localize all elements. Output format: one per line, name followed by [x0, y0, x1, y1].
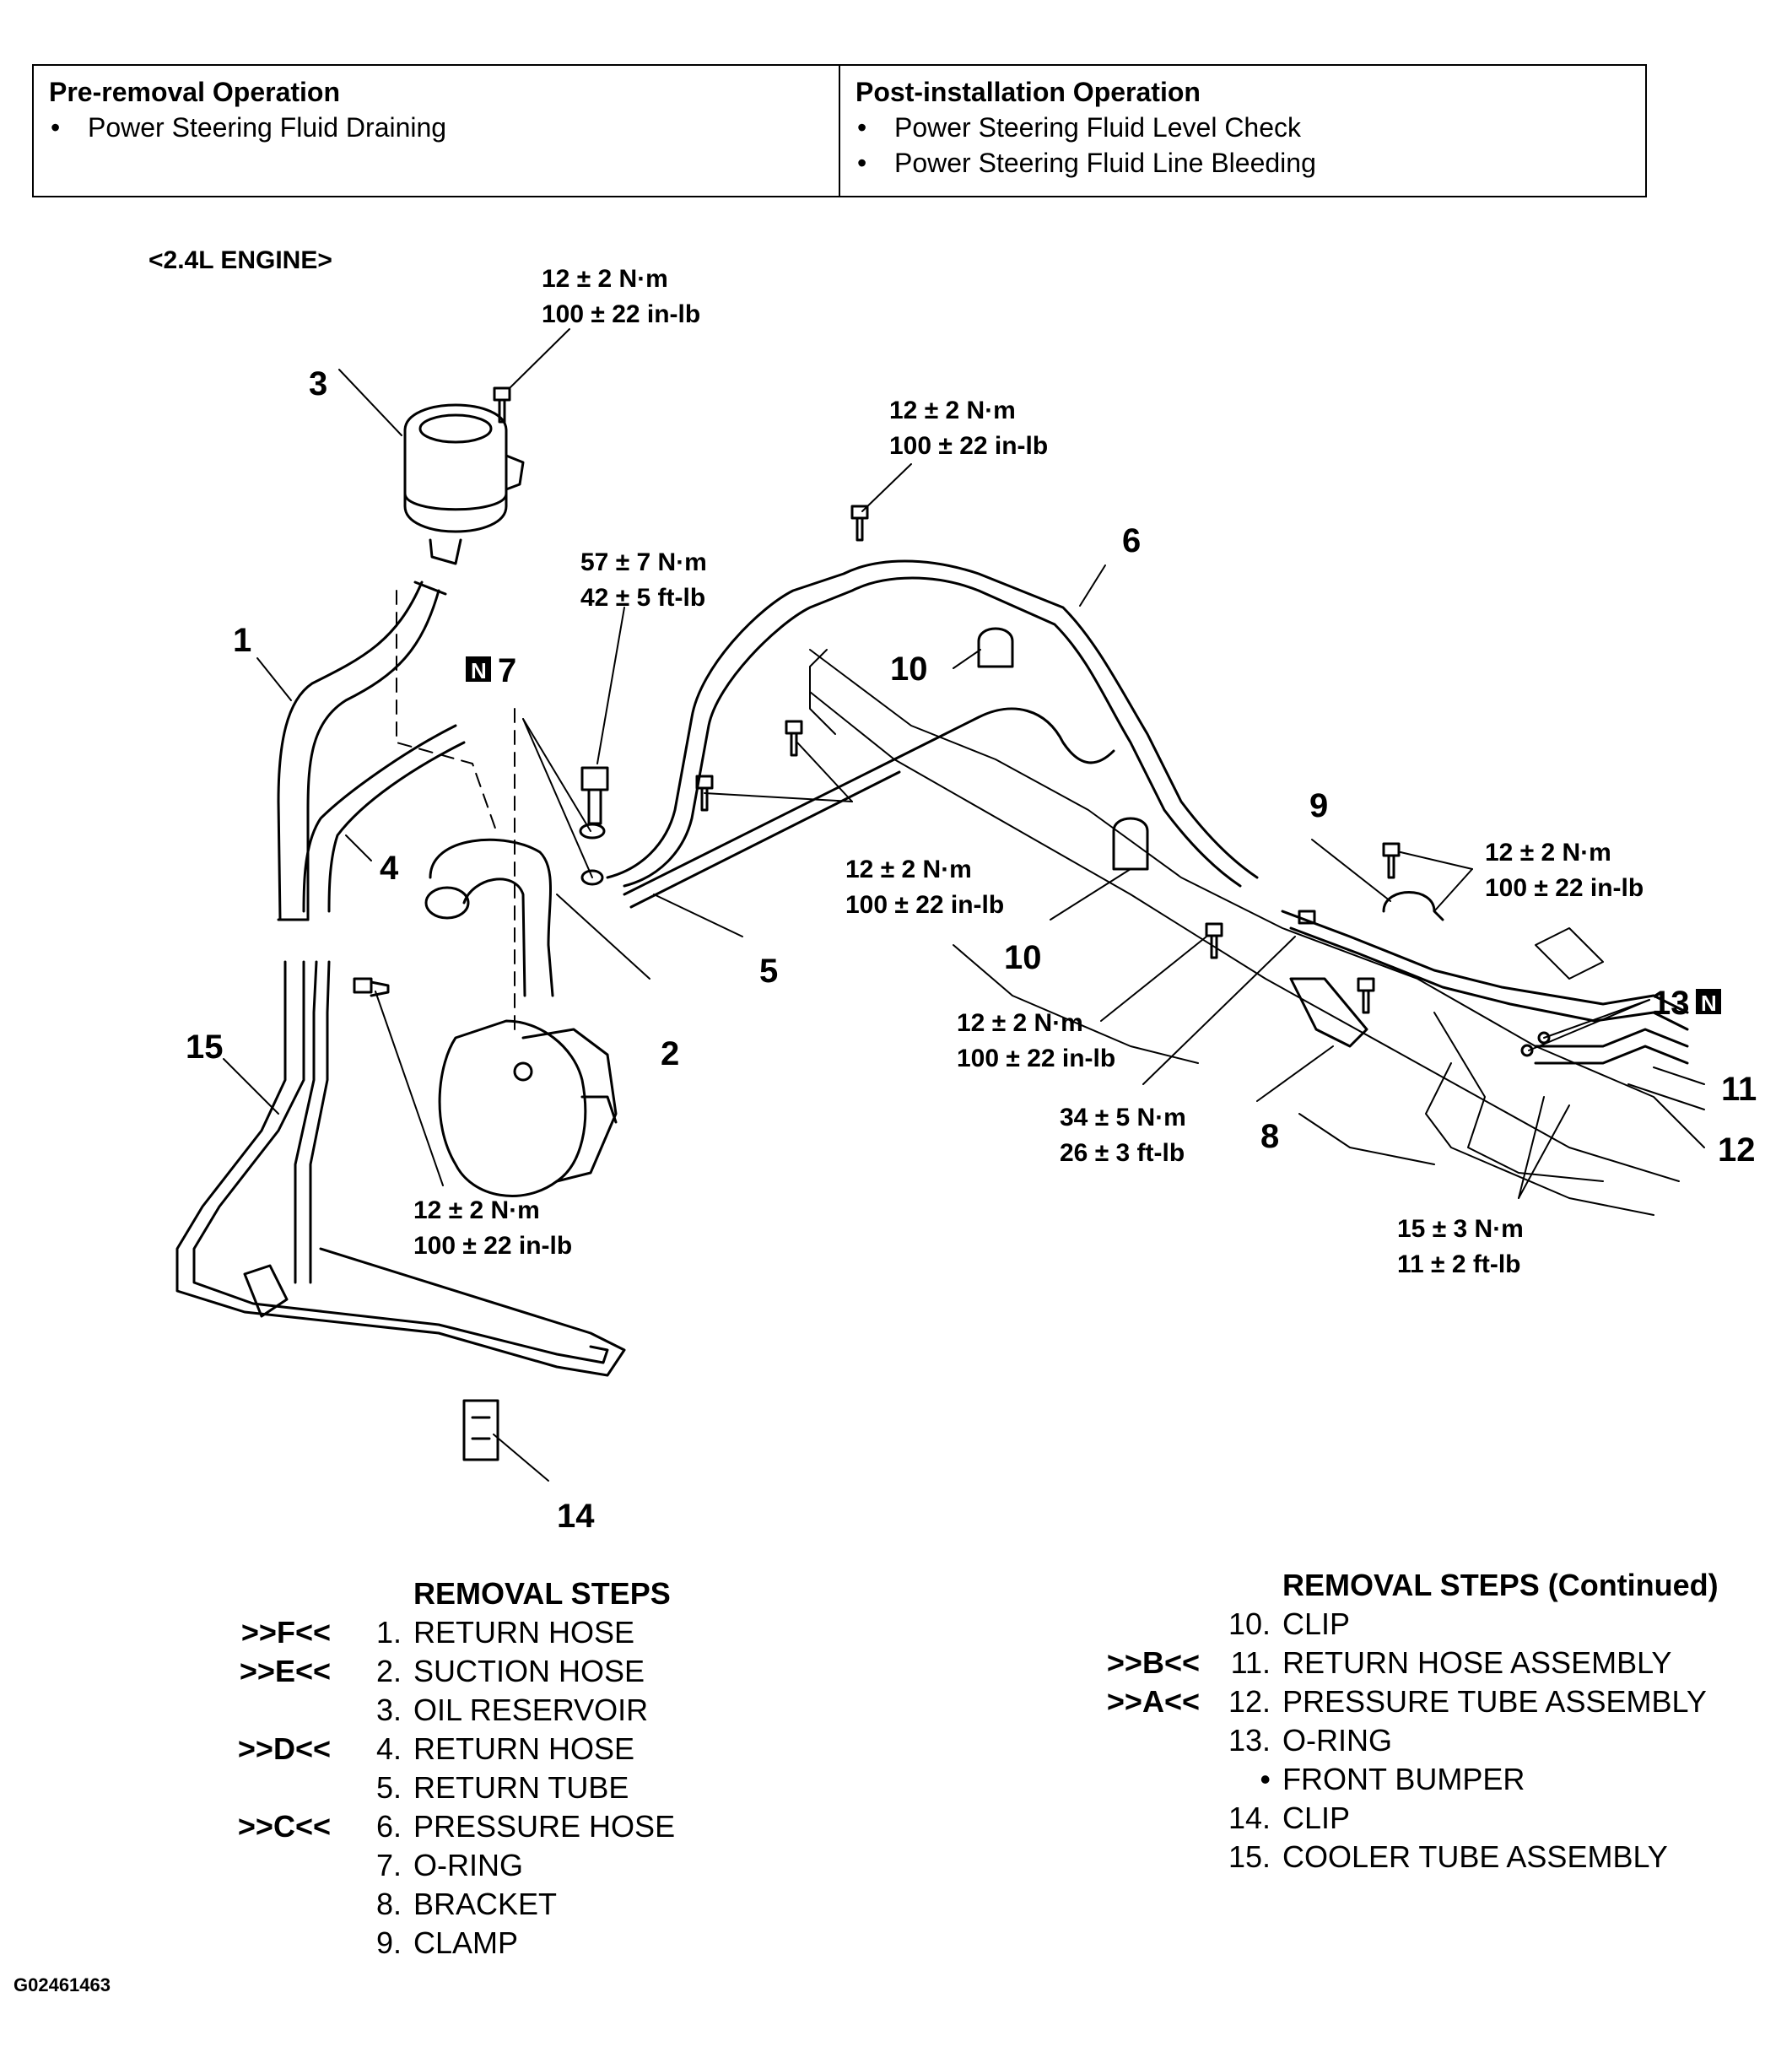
svg-text:100 ± 22 in-lb: 100 ± 22 in-lb — [1485, 874, 1644, 902]
engine-label: <2.4L ENGINE> — [148, 246, 332, 274]
post-installation-heading: Post-installation Operation — [856, 77, 1201, 107]
part-number-9: 9 — [1309, 787, 1328, 824]
svg-text:100 ± 22 in-lb: 100 ± 22 in-lb — [845, 891, 1004, 919]
n-mark-box-7 — [466, 656, 491, 682]
removal-step: •FRONT BUMPER — [1260, 1762, 1525, 1796]
svg-text:12 ± 2 N·m: 12 ± 2 N·m — [845, 856, 972, 883]
clip-10-upper — [977, 627, 1014, 668]
part-number-10-upper: 10 — [890, 651, 928, 688]
clip-10-lower — [1112, 817, 1149, 871]
svg-text:15 ± 3 N·m: 15 ± 3 N·m — [1397, 1215, 1524, 1243]
torque-spec-pressure-hose-flare-nut: 34 ± 5 N·m 26 ± 3 ft-lb — [1060, 1104, 1186, 1167]
bracket-8 — [1289, 977, 1368, 1048]
torque-spec-tube-flare-nuts: 15 ± 3 N·m 11 ± 2 ft-lb — [1397, 1215, 1524, 1278]
svg-text:100 ± 22 in-lb: 100 ± 22 in-lb — [413, 1232, 572, 1260]
part-number-1: 1 — [233, 622, 251, 659]
removal-steps-continued-title: REMOVAL STEPS (Continued) — [1282, 1568, 1719, 1602]
post-installation-item: Power Steering Fluid Line Bleeding — [856, 145, 1630, 181]
svg-text:34 ± 5 N·m: 34 ± 5 N·m — [1060, 1104, 1186, 1131]
part-number-8: 8 — [1260, 1118, 1279, 1155]
dashed-guide-lines — [396, 590, 515, 1030]
removal-step: 5.RETURN TUBE — [375, 1770, 629, 1805]
removal-step: 14.CLIP — [1228, 1801, 1351, 1835]
torque-spec-return-tube-bolt: 12 ± 2 N·m 100 ± 22 in-lb — [845, 856, 1004, 919]
torque-spec-eye-bolt: 57 ± 7 N·m 42 ± 5 ft-lb — [580, 548, 707, 612]
post-installation-item: Power Steering Fluid Level Check — [856, 110, 1630, 145]
figure-id: G02461463 — [13, 1974, 111, 1995]
removal-step: 7.O-RING — [375, 1848, 523, 1882]
removal-step: 8.BRACKET — [375, 1887, 558, 1921]
part-number-10-lower: 10 — [1004, 939, 1042, 976]
removal-steps-list: REMOVAL STEPS >>F<<1.RETURN HOSE >>E<<2.… — [219, 1574, 675, 1963]
part-number-11: 11 — [1721, 1071, 1757, 1108]
removal-step: >>F<<1.RETURN HOSE — [240, 1615, 635, 1650]
svg-text:11 ± 2 ft-lb: 11 ± 2 ft-lb — [1397, 1250, 1521, 1278]
svg-text:100 ± 22 in-lb: 100 ± 22 in-lb — [889, 432, 1048, 460]
removal-step: 15.COOLER TUBE ASSEMBLY — [1228, 1839, 1668, 1874]
removal-step: 9.CLAMP — [375, 1925, 519, 1960]
svg-text:100 ± 22 in-lb: 100 ± 22 in-lb — [542, 300, 700, 328]
removal-steps-continued-list: REMOVAL STEPS (Continued) 10.CLIP >>B<<1… — [1088, 1566, 1719, 1876]
removal-step: 13.O-RING — [1228, 1723, 1392, 1758]
n-mark-7: N — [471, 658, 487, 683]
return-hose-1 — [277, 580, 447, 921]
part-number-7: 7 — [498, 652, 516, 689]
pressure-hose-6 — [606, 559, 1259, 888]
return-hose-4 — [302, 724, 466, 913]
diagram-line-art — [175, 328, 1705, 1482]
clamp-9 — [1382, 891, 1444, 921]
n-mark-13: N — [1701, 991, 1717, 1016]
pressure-tube-assembly — [1281, 910, 1689, 1065]
power-steering-hose-diagram: <2.4L ENGINE> 1 2 3 4 5 6 N 7 8 9 10 10 … — [148, 246, 1757, 1535]
removal-step: >>C<<6.PRESSURE HOSE — [237, 1809, 676, 1844]
leader-lines — [223, 328, 1705, 1482]
clip-14 — [462, 1399, 499, 1461]
part-number-3: 3 — [309, 365, 327, 402]
removal-step: >>B<<11.RETURN HOSE ASSEMBLY — [1106, 1645, 1672, 1680]
svg-text:26 ± 3 ft-lb: 26 ± 3 ft-lb — [1060, 1139, 1185, 1167]
svg-text:57 ± 7 N·m: 57 ± 7 N·m — [580, 548, 707, 576]
pre-removal-column: Pre-removal Operation Power Steering Flu… — [34, 66, 839, 196]
part-number-14: 14 — [557, 1498, 595, 1535]
o-rings — [579, 823, 1551, 1057]
cooler-tube-assembly — [175, 960, 626, 1377]
torque-spec-clamp-bolt: 12 ± 2 N·m 100 ± 22 in-lb — [1485, 839, 1644, 902]
post-installation-column: Post-installation Operation Power Steeri… — [839, 66, 1645, 196]
torque-spec-hose-clamp-bolt: 12 ± 2 N·m 100 ± 22 in-lb — [889, 397, 1048, 460]
svg-text:12 ± 2 N·m: 12 ± 2 N·m — [1485, 839, 1611, 867]
part-number-12: 12 — [1718, 1131, 1756, 1169]
bolt-icons — [353, 386, 1401, 1014]
part-number-4: 4 — [380, 850, 399, 887]
part-number-2: 2 — [661, 1035, 679, 1072]
power-steering-pump — [438, 1019, 618, 1197]
removal-step: >>A<<12.PRESSURE TUBE ASSEMBLY — [1106, 1684, 1707, 1719]
svg-text:100 ± 22 in-lb: 100 ± 22 in-lb — [957, 1045, 1115, 1072]
svg-text:12 ± 2 N·m: 12 ± 2 N·m — [542, 265, 668, 293]
part-number-5: 5 — [759, 953, 778, 990]
torque-spec-bracket-bolt: 12 ± 2 N·m 100 ± 22 in-lb — [957, 1009, 1115, 1072]
operations-table: Pre-removal Operation Power Steering Flu… — [32, 64, 1647, 197]
svg-text:12 ± 2 N·m: 12 ± 2 N·m — [957, 1009, 1083, 1037]
svg-text:12 ± 2 N·m: 12 ± 2 N·m — [889, 397, 1016, 424]
suction-hose-2 — [424, 838, 554, 997]
svg-text:42 ± 5 ft-lb: 42 ± 5 ft-lb — [580, 584, 705, 612]
return-tube-5 — [623, 707, 1115, 909]
part-number-13: 13 — [1652, 985, 1690, 1022]
removal-step: >>D<<4.RETURN HOSE — [237, 1731, 635, 1766]
removal-step: 3.OIL RESERVOIR — [375, 1693, 649, 1727]
removal-step: 10.CLIP — [1228, 1606, 1351, 1641]
n-mark-box-13 — [1696, 989, 1721, 1014]
pre-removal-item: Power Steering Fluid Draining — [49, 110, 823, 145]
removal-steps-title: REMOVAL STEPS — [413, 1576, 671, 1611]
torque-spec-reservoir-bolt: 12 ± 2 N·m 100 ± 22 in-lb — [542, 265, 700, 328]
torque-spec-cooler-tube-bolt: 12 ± 2 N·m 100 ± 22 in-lb — [413, 1196, 572, 1260]
part-number-15: 15 — [186, 1029, 224, 1066]
part-number-6: 6 — [1122, 522, 1141, 559]
oil-reservoir — [403, 403, 525, 565]
removal-step: >>E<<2.SUCTION HOSE — [239, 1654, 645, 1688]
pre-removal-heading: Pre-removal Operation — [49, 77, 340, 107]
svg-text:12 ± 2 N·m: 12 ± 2 N·m — [413, 1196, 540, 1224]
